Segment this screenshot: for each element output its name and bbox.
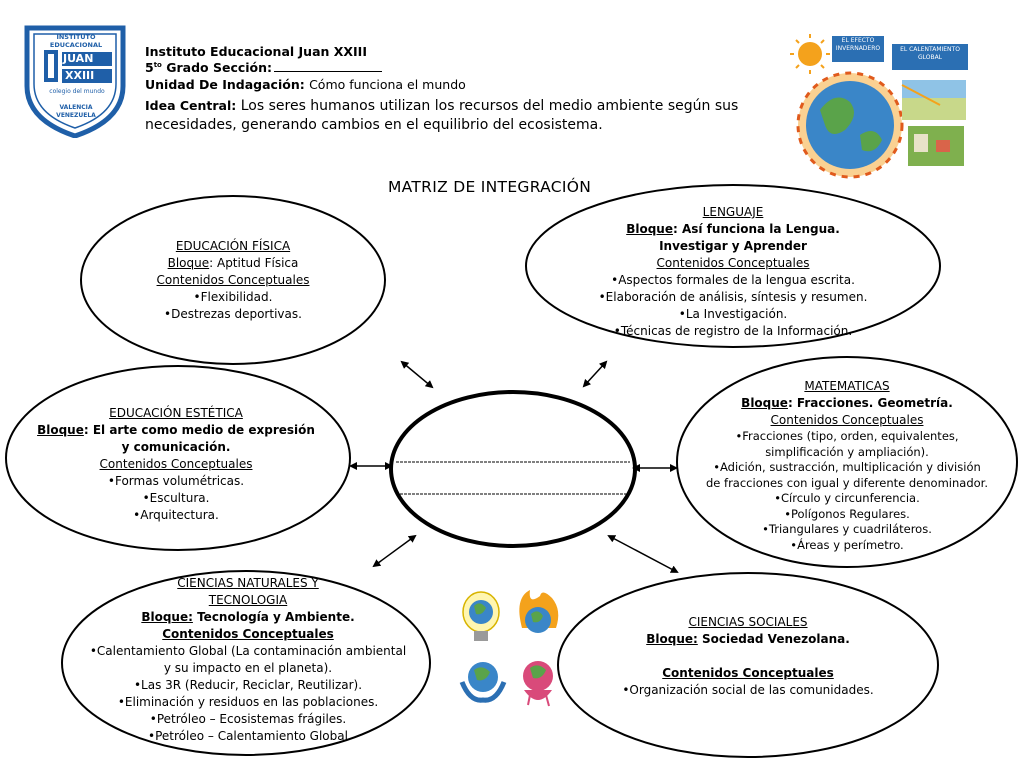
arrow-fisica (402, 362, 432, 387)
matematicas-item: •Triangulares y cuadriláteros. (682, 522, 1012, 538)
fisica-bloque-value: : Aptitud Física (209, 256, 298, 270)
fisica-contenidos: Contenidos Conceptuales (133, 272, 333, 289)
sociales-spacer (598, 648, 898, 665)
matematicas-contenidos: Contenidos Conceptuales (682, 412, 1012, 429)
fisica-bloque: Bloque: Aptitud Física (133, 255, 333, 272)
sociales-content: CIENCIAS SOCIALES Bloque: Sociedad Venez… (598, 614, 898, 699)
naturales-contenidos: Contenidos Conceptuales (78, 626, 418, 643)
sociales-heading: CIENCIAS SOCIALES (598, 614, 898, 631)
matematicas-item: de fracciones con igual y diferente deno… (682, 476, 1012, 492)
sociales-bloque: Bloque: Sociedad Venezolana. (598, 631, 898, 648)
matematicas-bloque-label: Bloque (741, 396, 788, 410)
naturales-content: CIENCIAS NATURALES Y TECNOLOGIA Bloque: … (78, 575, 418, 745)
arrow-naturales (374, 536, 415, 566)
estetica-bloque-value: : El arte como medio de expresión (84, 423, 315, 437)
naturales-bloque-value: Tecnología y Ambiente. (193, 610, 355, 624)
naturales-item: y su impacto en el planeta). (78, 660, 418, 677)
hands-earth-icon (462, 662, 504, 700)
arrow-lenguaje (584, 362, 606, 386)
matematicas-heading: MATEMATICAS (682, 378, 1012, 395)
burning-earth-icon (519, 590, 558, 633)
matematicas-item: •Círculo y circunferencia. (682, 491, 1012, 507)
naturales-item: •Eliminación y residuos en las poblacion… (78, 694, 418, 711)
sociales-contenidos: Contenidos Conceptuales (598, 665, 898, 682)
center-oval (391, 392, 635, 546)
naturales-bloque: Bloque: Tecnología y Ambiente. (78, 609, 418, 626)
sociales-item: •Organización social de las comunidades. (598, 682, 898, 699)
naturales-item: •Petróleo – Ecosistemas frágiles. (78, 711, 418, 728)
fisica-bloque-label: Bloque (168, 256, 210, 270)
fisica-item: •Destrezas deportivas. (133, 306, 333, 323)
lenguaje-contenidos: Contenidos Conceptuales (573, 255, 893, 272)
matematicas-item: •Fracciones (tipo, orden, equivalentes, (682, 429, 1012, 445)
estetica-heading: EDUCACIÓN ESTÉTICA (26, 405, 326, 422)
matematicas-bloque-value: : Fracciones. Geometría. (788, 396, 953, 410)
estetica-content: EDUCACIÓN ESTÉTICA Bloque: El arte como … (26, 405, 326, 524)
estetica-bloque-line2: y comunicación. (26, 439, 326, 456)
lenguaje-item: •Elaboración de análisis, síntesis y res… (573, 289, 893, 306)
lenguaje-bloque-line2: Investigar y Aprender (573, 238, 893, 255)
matematicas-content: MATEMATICAS Bloque: Fracciones. Geometrí… (682, 378, 1012, 553)
naturales-bloque-label: Bloque: (141, 610, 193, 624)
matematicas-item: •Polígonos Regulares. (682, 507, 1012, 523)
naturales-heading-2: TECNOLOGIA (78, 592, 418, 609)
estetica-contenidos: Contenidos Conceptuales (26, 456, 326, 473)
matematicas-item: simplificación y ampliación). (682, 445, 1012, 461)
lenguaje-content: LENGUAJE Bloque: Así funciona la Lengua.… (573, 204, 893, 340)
naturales-item: •Las 3R (Reducir, Reciclar, Reutilizar). (78, 677, 418, 694)
matematicas-item: •Adición, sustracción, multiplicación y … (682, 460, 1012, 476)
naturales-item: •Petróleo – Calentamiento Global (78, 728, 418, 745)
estetica-bloque-label: Bloque (37, 423, 84, 437)
lenguaje-item: •La Investigación. (573, 306, 893, 323)
lenguaje-bloque-label: Bloque (626, 222, 673, 236)
naturales-heading-1: CIENCIAS NATURALES Y (78, 575, 418, 592)
estetica-item: •Arquitectura. (26, 507, 326, 524)
lenguaje-heading: LENGUAJE (573, 204, 893, 221)
lenguaje-item: •Aspectos formales de la lengua escrita. (573, 272, 893, 289)
lenguaje-bloque: Bloque: Así funciona la Lengua. (573, 221, 893, 238)
lenguaje-bloque-value: : Así funciona la Lengua. (673, 222, 840, 236)
melting-earth-icon (523, 661, 553, 706)
fisica-item: •Flexibilidad. (133, 289, 333, 306)
arrow-sociales (609, 536, 677, 572)
estetica-bloque: Bloque: El arte como medio de expresión (26, 422, 326, 439)
lenguaje-item: •Técnicas de registro de la Información. (573, 323, 893, 340)
estetica-item: •Formas volumétricas. (26, 473, 326, 490)
naturales-item: •Calentamiento Global (La contaminación … (78, 643, 418, 660)
fisica-content: EDUCACIÓN FÍSICA Bloque: Aptitud Física … (133, 238, 333, 323)
lightbulb-earth-icon (463, 592, 499, 641)
sociales-bloque-label: Bloque: (646, 632, 698, 646)
fisica-heading: EDUCACIÓN FÍSICA (133, 238, 333, 255)
sociales-bloque-value: Sociedad Venezolana. (698, 632, 850, 646)
matematicas-bloque: Bloque: Fracciones. Geometría. (682, 395, 1012, 412)
matematicas-item: •Áreas y perímetro. (682, 538, 1012, 554)
estetica-item: •Escultura. (26, 490, 326, 507)
earth-icons-cluster (462, 590, 558, 706)
